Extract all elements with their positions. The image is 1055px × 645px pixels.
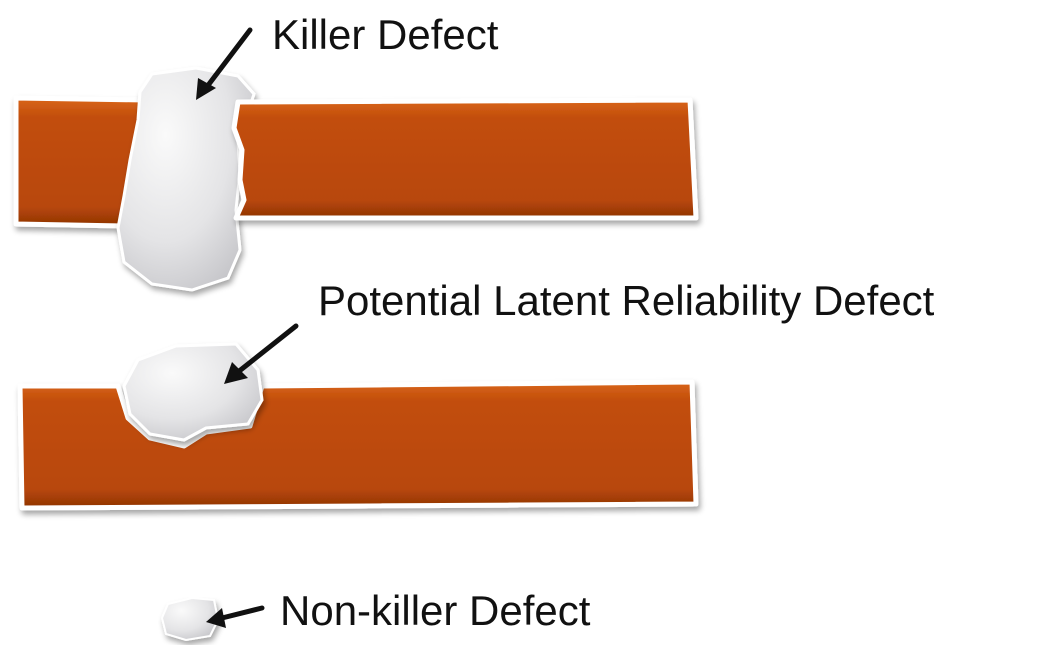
latent-defect-group [17, 342, 699, 511]
latent-arrow [224, 323, 299, 384]
killer-defect-label: Killer Defect [272, 11, 499, 58]
latent-defect-label: Potential Latent Reliability Defect [318, 277, 935, 324]
killer-defect-particle [116, 66, 256, 292]
killer-arrow [196, 27, 253, 100]
wire-middle [17, 379, 699, 511]
nonkiller-defect-particle [160, 596, 220, 642]
killer-defect-group [13, 66, 699, 292]
latent-defect-particle [122, 342, 264, 442]
nonkiller-defect-label: Non-killer Defect [280, 587, 591, 634]
wire-top-right-segment [231, 97, 699, 221]
nonkiller-arrow [206, 605, 265, 628]
